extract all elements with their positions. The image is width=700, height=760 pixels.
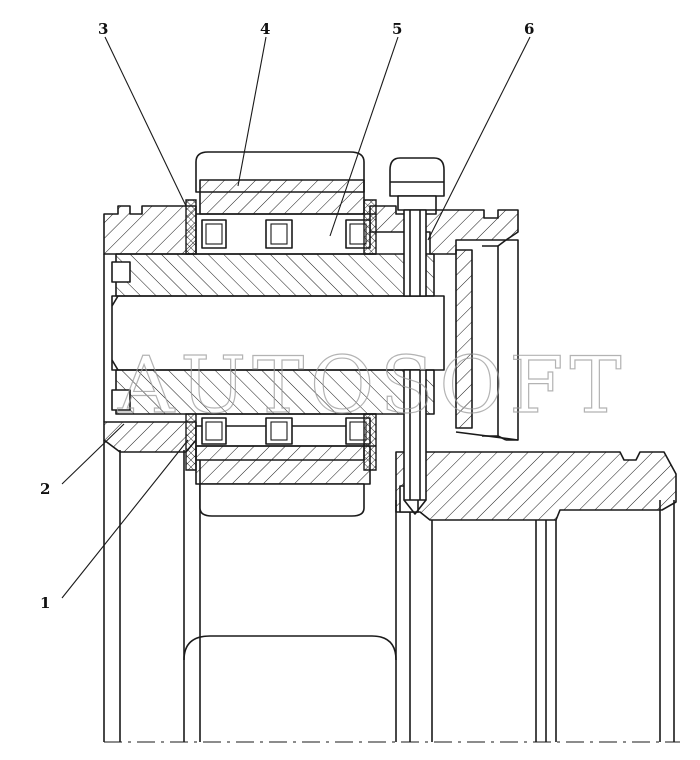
leader-6 [427,36,531,241]
callout-2: 2 [40,480,50,498]
leader-1 [61,439,189,599]
callout-5: 5 [392,20,402,38]
right-hub [395,451,677,521]
callout-6: 6 [524,20,534,38]
leader-4 [237,36,267,187]
shaft [111,253,445,415]
callout-3: 3 [98,20,108,38]
callout-4: 4 [260,20,270,38]
seal-rings [185,199,377,471]
callout-1: 1 [40,594,50,612]
leader-lines [61,36,531,599]
roller-cage-top [196,213,376,255]
leader-2 [61,423,125,485]
leader-5 [329,36,399,237]
bolt-pin [389,157,445,515]
watermark-text: AUTOSOFT [117,341,628,431]
left-housing [103,205,197,453]
leader-3 [104,36,187,207]
callout-labels: 3 4 5 6 2 1 [40,20,534,612]
outer-ring [195,151,371,517]
lower-housing [103,440,680,743]
